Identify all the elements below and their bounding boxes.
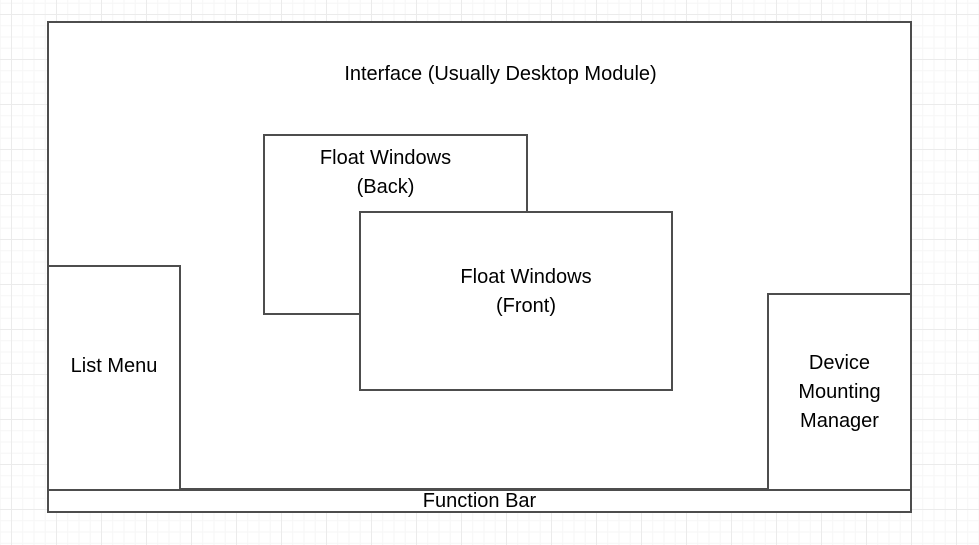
float-windows-back-label-line1: Float Windows [319,147,452,169]
function-bar-label: Function Bar [422,490,537,512]
float-windows-front-label-line2: (Front) [496,295,556,317]
function-bar-box[interactable]: Function Bar [47,489,912,513]
float-windows-back-label: Float Windows (Back) [265,144,506,202]
device-mounting-manager-label-line3: Manager [800,409,879,432]
device-mounting-manager-label: Device Mounting Manager [769,349,910,436]
device-mounting-manager-box[interactable]: Device Mounting Manager [767,293,912,491]
float-windows-front-label: Float Windows (Front) [381,263,671,321]
device-mounting-manager-label-line2: Mounting [798,380,881,403]
float-windows-back-label-line2: (Back) [356,176,415,198]
list-menu-label: List Menu [70,354,158,377]
list-menu-box[interactable]: List Menu [47,265,181,491]
device-mounting-manager-label-line1: Device [808,351,871,374]
float-windows-front-label-line1: Float Windows [460,266,592,288]
interface-box-label: Interface (Usually Desktop Module) [344,63,657,85]
float-windows-front-box[interactable]: Float Windows (Front) [359,211,673,391]
